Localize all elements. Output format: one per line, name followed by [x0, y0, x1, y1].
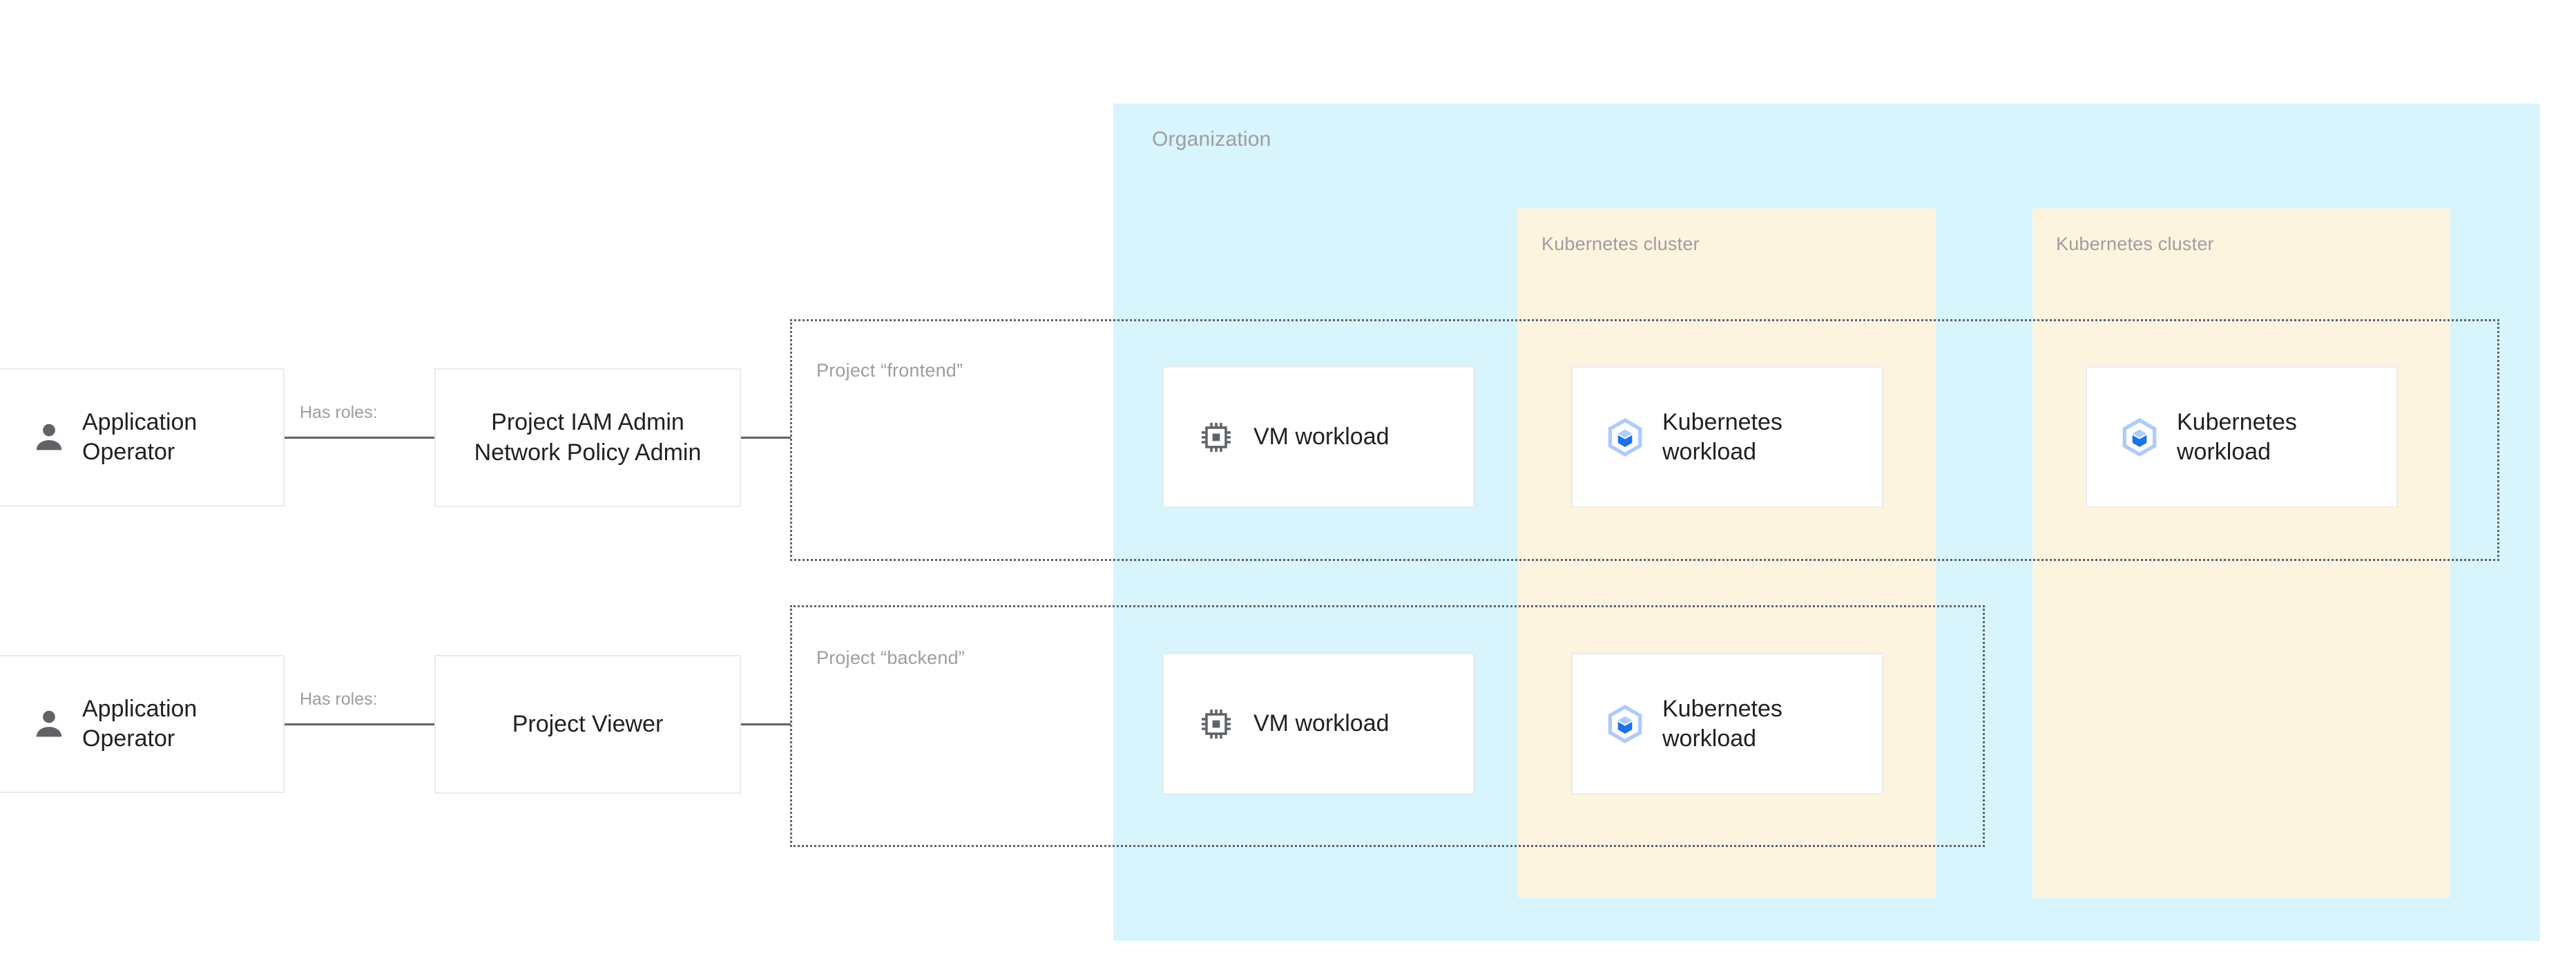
connector-actor-to-role-1	[284, 437, 436, 439]
relation-label-2: Has roles:	[300, 690, 378, 709]
project-label-backend: Project “backend”	[816, 647, 965, 668]
workload-label-kubernetes-frontend-2: Kubernetes workload	[2177, 408, 2297, 465]
workload-card-vm-backend: VM workload	[1162, 653, 1474, 795]
project-label-frontend: Project “frontend”	[816, 360, 963, 381]
actor-card-application-operator-2: Application Operator	[0, 655, 285, 793]
kubernetes-cluster-label-2: Kubernetes cluster	[2056, 234, 2214, 254]
role-card-project-viewer: Project Viewer	[434, 655, 741, 794]
role-label-1: Project IAM Admin Network Policy Admin	[474, 408, 702, 466]
role-card-project-iam-admin: Project IAM Admin Network Policy Admin	[434, 368, 741, 507]
workload-card-kubernetes-frontend-2: Kubernetes workload	[2086, 366, 2398, 508]
connector-actor-to-role-2	[284, 723, 436, 725]
workload-card-vm-frontend: VM workload	[1162, 366, 1474, 508]
kubernetes-hexagon-icon	[2122, 417, 2157, 457]
project-boundary-frontend	[790, 319, 2499, 561]
actor-card-application-operator-1: Application Operator	[0, 368, 285, 506]
workload-label-vm-backend: VM workload	[1253, 710, 1390, 737]
kubernetes-hexagon-icon	[1608, 704, 1642, 743]
project-boundary-backend	[790, 605, 1985, 847]
cpu-chip-icon	[1202, 709, 1231, 739]
kubernetes-hexagon-icon	[1608, 417, 1642, 457]
role-label-2: Project Viewer	[512, 710, 664, 737]
kubernetes-cluster-container-2	[2032, 209, 2450, 898]
cpu-chip-icon	[1202, 422, 1231, 452]
organization-label: Organization	[1152, 128, 1271, 151]
workload-card-kubernetes-frontend-1: Kubernetes workload	[1571, 366, 1883, 508]
person-icon	[36, 710, 62, 737]
workload-label-vm-frontend: VM workload	[1253, 424, 1390, 450]
workload-card-kubernetes-backend: Kubernetes workload	[1571, 653, 1883, 795]
person-icon	[36, 424, 62, 450]
actor-label-2: Application Operator	[82, 696, 198, 752]
actor-label-1: Application Operator	[82, 409, 198, 465]
kubernetes-cluster-label-1: Kubernetes cluster	[1541, 234, 1700, 254]
workload-label-kubernetes-backend: Kubernetes workload	[1662, 695, 1782, 752]
connector-role-to-project-1	[740, 437, 791, 439]
relation-label-1: Has roles:	[300, 403, 378, 422]
workload-label-kubernetes-frontend-1: Kubernetes workload	[1662, 408, 1782, 465]
connector-role-to-project-2	[740, 723, 791, 725]
